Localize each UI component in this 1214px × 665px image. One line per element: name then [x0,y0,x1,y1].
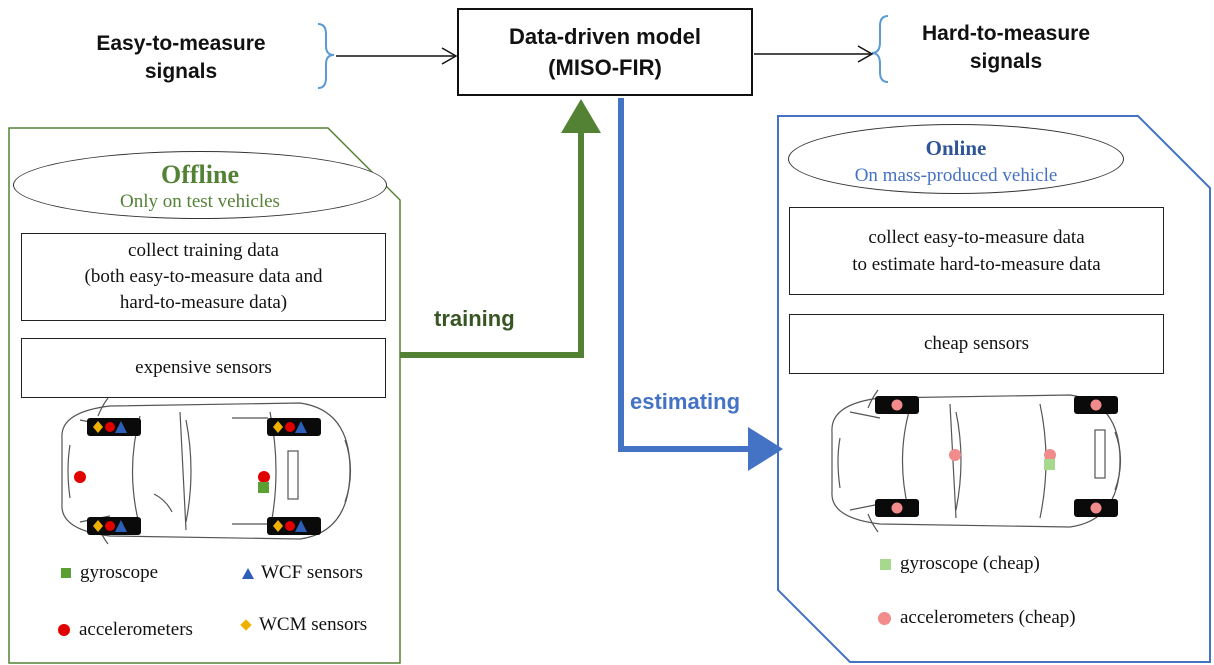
cheap-gyroscope-legend-icon [880,558,891,570]
legend-wcm: WCM sensors [240,614,368,636]
offline-oval [13,151,387,219]
legend-gyroscope-label: gyroscope [80,562,159,583]
online-sensors-box: cheap sensors [789,314,1164,374]
offline-subtitle: Only on test vehicles [120,191,280,212]
model-line1: Data-driven model [509,24,701,49]
legend-wcf: WCF sensors [242,562,363,584]
online-oval [788,124,1124,194]
wcf-triangle-icon [242,567,254,579]
offline-accelerometer-center [258,471,270,483]
legend-accelerometers-cheap: accelerometers (cheap) [878,607,1076,629]
easy-signals-bracket [317,23,335,89]
hard-signals-label: Hard-to-measure signals [888,20,1124,76]
offline-collect-box: collect training data (both easy-to-meas… [21,233,386,321]
gyroscope-legend-icon [61,568,71,578]
online-collect-line2: to estimate hard-to-measure data [852,254,1101,275]
online-sensors-label: cheap sensors [924,333,1029,354]
easy-signals-line2: signals [144,60,218,83]
output-arrow-head [857,45,874,63]
model-box: Data-driven model (MISO-FIR) [457,8,753,96]
offline-sensors-box: expensive sensors [21,338,386,398]
estimating-arrow-line [618,98,752,452]
accelerometer-legend-icon [58,624,70,636]
training-arrow-head [561,99,601,133]
estimating-label: estimating [630,389,741,414]
legend-gyroscope-cheap-label: gyroscope (cheap) [900,553,1040,574]
wcm-diamond-icon [240,619,252,631]
training-arrow-line [400,125,584,358]
offline-collect-line1: collect training data [128,240,279,261]
hard-signals-bracket [871,15,889,83]
training-label: training [434,306,515,331]
legend-wcf-label: WCF sensors [261,562,363,583]
offline-gyroscope [258,482,269,493]
online-gyroscope [1044,459,1055,470]
input-arrow-head [441,47,458,65]
legend-accelerometers-label: accelerometers [79,619,193,640]
online-accelerometer-center [1044,449,1056,461]
cheap-accelerometer-legend-icon [878,611,891,625]
online-collect-box: collect easy-to-measure data to estimate… [789,207,1164,295]
legend-gyroscope: gyroscope [61,562,158,584]
hard-signals-line2: signals [969,50,1043,73]
online-panel [777,115,1211,663]
legend-wcm-label: WCM sensors [259,614,368,635]
legend-accelerometers-cheap-label: accelerometers (cheap) [900,607,1076,628]
offline-title: Offline [161,160,239,189]
online-wheel-sensors [891,399,1102,514]
online-accelerometer-front [949,449,961,461]
legend-gyroscope-cheap: gyroscope (cheap) [880,553,1040,575]
online-collect-line1: collect easy-to-measure data [868,227,1085,248]
hard-signals-line1: Hard-to-measure [921,22,1091,45]
offline-sensors-label: expensive sensors [135,357,272,378]
offline-collect-line2: (both easy-to-measure data and [84,266,323,287]
offline-collect-line3: hard-to-measure data) [119,292,288,313]
offline-wheel-sensors [93,421,307,532]
easy-signals-label: Easy-to-measure signals [56,30,306,86]
offline-accelerometer-front [74,471,86,483]
model-line2: (MISO-FIR) [548,55,662,80]
estimating-arrow-head [748,427,783,471]
easy-signals-line1: Easy-to-measure [96,32,266,55]
online-title: Online [925,136,987,160]
online-subtitle: On mass-produced vehicle [854,165,1058,186]
legend-accelerometers: accelerometers [58,619,193,641]
